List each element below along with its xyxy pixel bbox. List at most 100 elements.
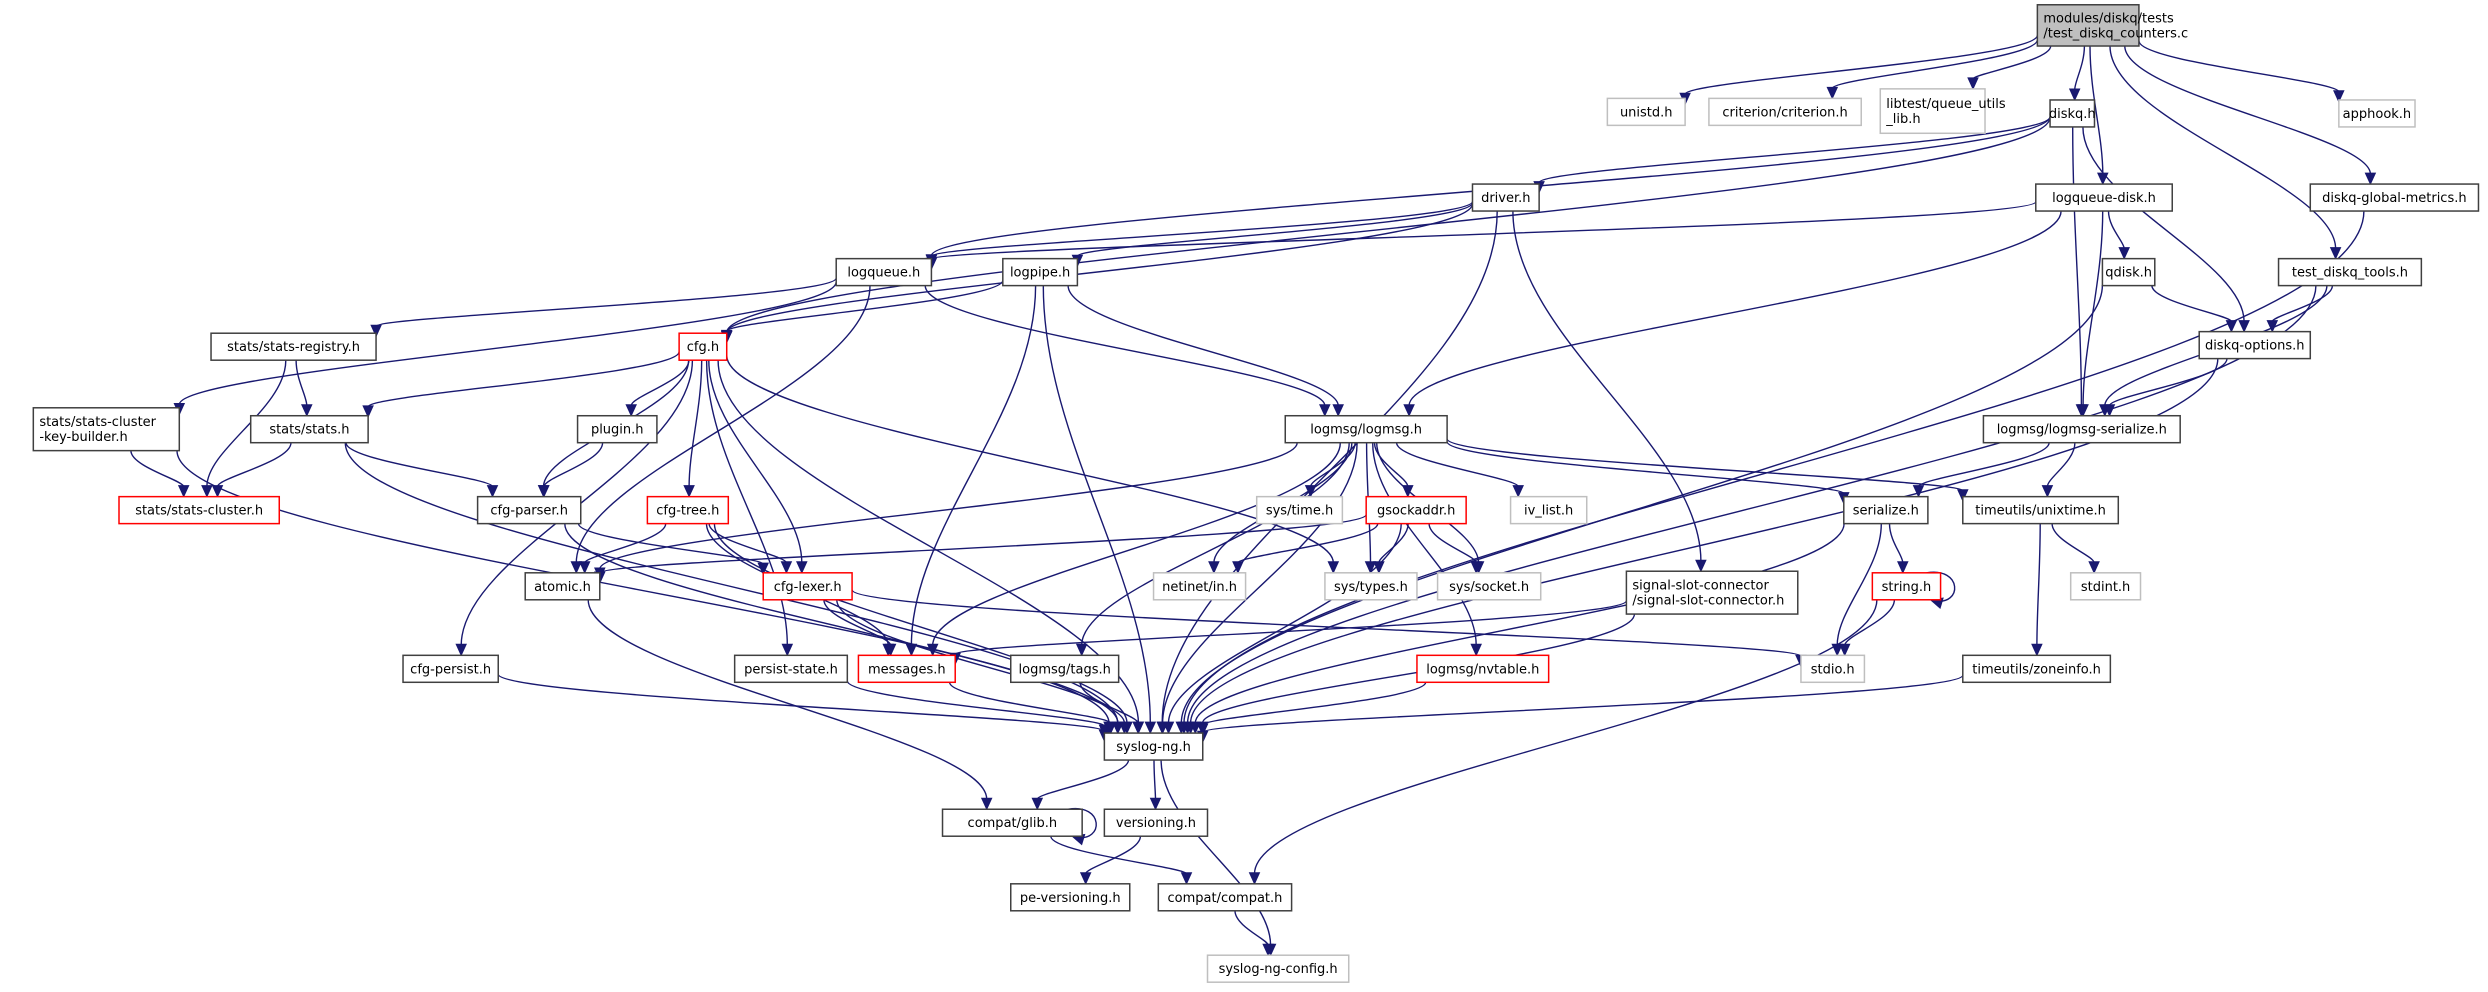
node-logmsg[interactable]: logmsg/logmsg.h (1284, 414, 1448, 444)
edge-cfg-tree-to-cfg-lexer (708, 523, 793, 575)
node-syslog-ng[interactable]: syslog-ng.h (1103, 732, 1204, 761)
node-stats-cluster[interactable]: stats/stats-cluster.h (118, 495, 281, 525)
edge-line (295, 360, 308, 406)
arrowhead (1262, 943, 1274, 957)
node-box (1962, 495, 2120, 525)
node-cfg-lexer[interactable]: cfg-lexer.h (762, 572, 853, 601)
node-tags[interactable]: logmsg/tags.h (1010, 654, 1120, 684)
node-stats-registry[interactable]: stats/stats-registry.h (210, 332, 377, 361)
node-label: pe-versioning.h (1020, 891, 1121, 906)
edge-line (599, 442, 1298, 570)
edge-line (176, 450, 1110, 724)
node-label: stats/stats-registry.h (227, 340, 360, 355)
node-logqueue[interactable]: logqueue.h (835, 257, 933, 287)
node-atomic[interactable]: atomic.h (524, 572, 601, 601)
edge-string-to-compat (1248, 599, 1878, 886)
node-label: stdio.h (1811, 662, 1855, 677)
arrowhead (1470, 643, 1482, 657)
node-unistd[interactable]: unistd.h (1606, 97, 1686, 127)
edge-glib-to-compat (1050, 835, 1193, 886)
edge-plugin-to-cfg-parser (538, 442, 604, 498)
node-sys-time[interactable]: sys/time.h (1255, 495, 1344, 525)
edge-line (1917, 442, 2050, 488)
node-box (1010, 654, 1120, 684)
node-string[interactable]: string.h (1871, 572, 1942, 601)
edge-line (726, 117, 2051, 333)
arrowhead (2077, 404, 2089, 417)
node-cfg-tree[interactable]: cfg-tree.h (646, 495, 730, 525)
node-label: logmsg/nvtable.h (1426, 662, 1539, 677)
arrowhead (1332, 404, 1344, 417)
node-label: libtest/queue_utils (1886, 97, 2006, 112)
edge-cfg-tree-to-syslog-ng (713, 523, 1133, 735)
node-criterion[interactable]: criterion/criterion.h (1708, 97, 1862, 127)
edge-line (910, 285, 1037, 646)
node-cfg[interactable]: cfg.h (678, 332, 728, 361)
arrowhead (2041, 485, 2054, 498)
node-global-metrics[interactable]: diskq-global-metrics.h (2309, 183, 2480, 212)
arrowhead (2103, 404, 2116, 417)
edge-syslog-ng-to-config (1160, 759, 1277, 957)
node-diskq-options[interactable]: diskq-options.h (2198, 330, 2312, 360)
node-nvtable[interactable]: logmsg/nvtable.h (1416, 654, 1550, 684)
node-label: cfg-parser.h (490, 504, 568, 519)
node-stats[interactable]: stats/stats.h (249, 414, 369, 444)
edge-root-to-queue-utils (1967, 45, 2052, 91)
node-label: messages.h (868, 662, 946, 677)
node-versioning[interactable]: versioning.h (1103, 808, 1209, 837)
node-driver[interactable]: driver.h (1471, 183, 1540, 212)
node-signal-slot[interactable]: signal-slot-connector/signal-slot-connec… (1625, 570, 1799, 615)
edge-logqueue-to-atomic (570, 285, 871, 575)
arrowhead (780, 561, 793, 575)
node-stdio[interactable]: stdio.h (1800, 654, 1866, 684)
node-box (1708, 97, 1862, 127)
node-key-builder[interactable]: stats/stats-cluster-key-builder.h (32, 407, 181, 452)
edge-stats-to-syslog-ng (344, 442, 1124, 735)
edge-logmsg-to-serialize (1446, 441, 1850, 505)
node-compat[interactable]: compat/compat.h (1157, 883, 1293, 912)
node-unixtime[interactable]: timeutils/unixtime.h (1962, 495, 2120, 525)
node-diskq[interactable]: diskq.h (2049, 99, 2096, 128)
node-plugin[interactable]: plugin.h (576, 414, 658, 444)
node-root[interactable]: modules/diskq/tests/test_diskq_counters.… (2036, 4, 2188, 47)
node-serialize[interactable]: serialize.h (1843, 495, 1929, 525)
node-gsockaddr[interactable]: gsockaddr.h (1365, 495, 1467, 525)
node-netinet-in[interactable]: netinet/in.h (1152, 572, 1247, 601)
node-pe-versioning[interactable]: pe-versioning.h (1010, 883, 1131, 912)
node-stdint[interactable]: stdint.h (2069, 572, 2142, 601)
edge-diskq-to-cfg (720, 117, 2051, 344)
edge-nvtable-to-syslog-ng (1196, 681, 1427, 737)
node-messages[interactable]: messages.h (857, 654, 956, 684)
edge-line (1309, 442, 1356, 487)
node-logmsg-serialize[interactable]: logmsg/logmsg-serialize.h (1982, 414, 2181, 444)
node-queue-utils[interactable]: libtest/queue_utils_lib.h (1879, 88, 2006, 135)
edge-line (577, 523, 764, 565)
arrowhead (796, 561, 808, 575)
arrowhead (1162, 721, 1175, 735)
edge-line (1836, 523, 1882, 646)
edge-line (2271, 285, 2334, 323)
node-qdisk[interactable]: qdisk.h (2101, 257, 2156, 287)
node-sys-types[interactable]: sys/types.h (1324, 572, 1418, 601)
node-cfg-persist[interactable]: cfg-persist.h (402, 654, 499, 684)
node-box (1010, 883, 1131, 912)
node-sys-socket[interactable]: sys/socket.h (1436, 572, 1542, 601)
node-persist-state[interactable]: persist-state.h (733, 654, 849, 684)
edge-line (924, 285, 1326, 406)
node-logqueue-disk[interactable]: logqueue-disk.h (2035, 183, 2173, 212)
node-cfg-parser[interactable]: cfg-parser.h (476, 495, 582, 525)
node-apphook[interactable]: apphook.h (2338, 99, 2416, 128)
node-glib[interactable]: compat/glib.h (941, 808, 1083, 837)
arrowhead (1144, 721, 1157, 735)
arrowhead (2031, 643, 2043, 657)
edge-root-to-global-metrics (2124, 45, 2377, 186)
node-config[interactable]: syslog-ng-config.h (1206, 954, 1350, 983)
edge-driver-to-signal-slot (1512, 210, 1707, 573)
node-test-tools[interactable]: test_diskq_tools.h (2277, 257, 2423, 287)
edge-line (1161, 442, 1358, 724)
edge-line (178, 281, 837, 405)
node-logpipe[interactable]: logpipe.h (1002, 257, 1079, 287)
node-zoneinfo[interactable]: timeutils/zoneinfo.h (1962, 654, 2112, 684)
node-iv-list[interactable]: iv_list.h (1509, 495, 1588, 525)
edge-zoneinfo-to-syslog-ng (1196, 674, 1964, 744)
